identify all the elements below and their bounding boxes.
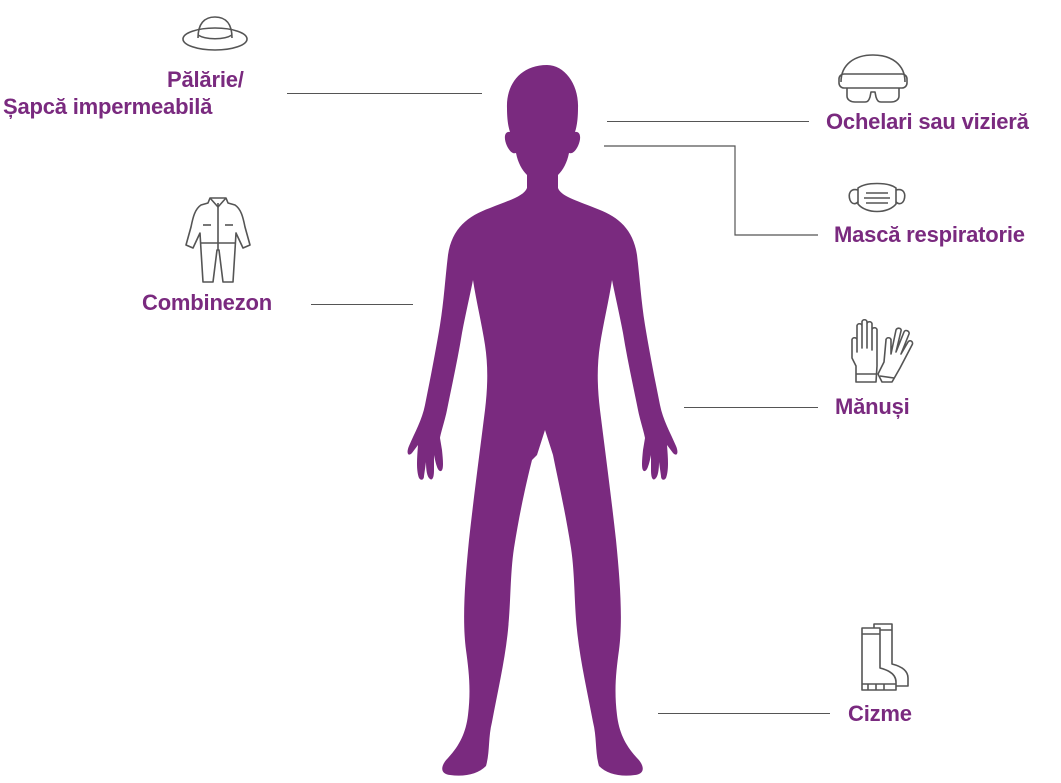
goggles-icon	[835, 52, 911, 106]
coverall-icon	[183, 195, 253, 285]
coverall-label: Combinezon	[142, 290, 272, 316]
hat-label-line1: Pălărie/	[167, 67, 244, 93]
gloves-connector-line	[684, 407, 818, 408]
gloves-label: Mănuși	[835, 394, 910, 420]
boots-icon	[856, 622, 920, 692]
goggles-label: Ochelari sau vizieră	[826, 109, 1029, 135]
hat-icon	[180, 14, 250, 54]
boots-label: Cizme	[848, 701, 912, 727]
respirator-mask-icon	[846, 180, 908, 216]
respirator-label: Mască respiratorie	[834, 222, 1025, 248]
hat-label-line2: Șapcă impermeabilă	[3, 94, 212, 120]
gloves-icon	[848, 318, 914, 384]
boots-connector-line	[658, 713, 830, 714]
